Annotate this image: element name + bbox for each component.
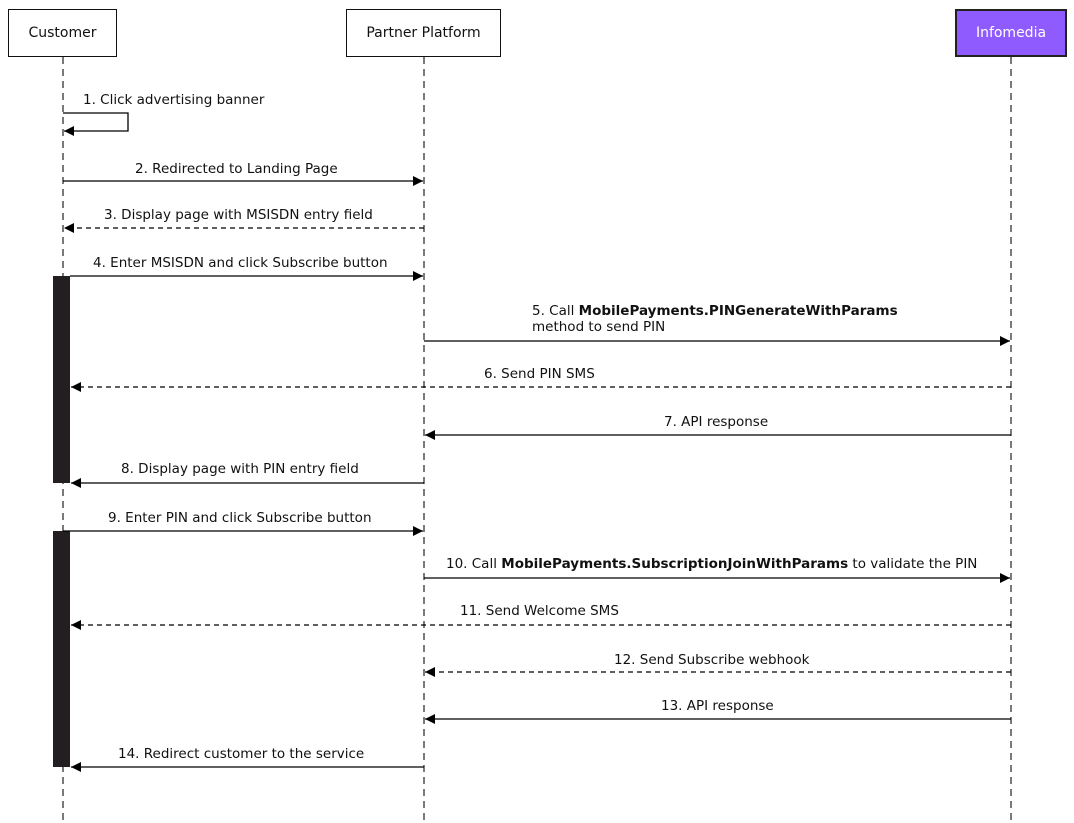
message-label-2: 2. Redirected to Landing Page [135, 161, 338, 177]
message-label-1: 1. Click advertising banner [83, 92, 265, 108]
participant-infomedia: Infomedia [955, 9, 1067, 57]
message-label-3: 3. Display page with MSISDN entry field [104, 207, 373, 223]
participant-label: Infomedia [975, 25, 1047, 41]
message-arrow-1 [63, 112, 129, 136]
message-label-6: 6. Send PIN SMS [484, 366, 595, 382]
participant-partner-platform: Partner Platform [346, 9, 501, 57]
activation-bar-2 [53, 531, 70, 767]
message-label-5: 5. Call MobilePayments.PINGenerateWithPa… [532, 303, 898, 319]
message-label-7: 7. API response [664, 414, 769, 430]
message-label-5-line2: method to send PIN [532, 319, 666, 335]
message-label-10: 10. Call MobilePayments.SubscriptionJoin… [446, 556, 978, 572]
activation-bar-1 [53, 276, 70, 483]
participant-customer: Customer [8, 9, 117, 57]
message-label-11: 11. Send Welcome SMS [460, 603, 619, 619]
message-label-4: 4. Enter MSISDN and click Subscribe butt… [93, 255, 388, 271]
message-label-8: 8. Display page with PIN entry field [121, 461, 359, 477]
message-label-14: 14. Redirect customer to the service [118, 746, 365, 762]
participant-label: Customer [28, 25, 97, 41]
message-label-13: 13. API response [661, 698, 774, 714]
message-label-9: 9. Enter PIN and click Subscribe button [108, 510, 372, 526]
message-label-12: 12. Send Subscribe webhook [614, 652, 810, 668]
participant-label: Partner Platform [366, 25, 481, 41]
